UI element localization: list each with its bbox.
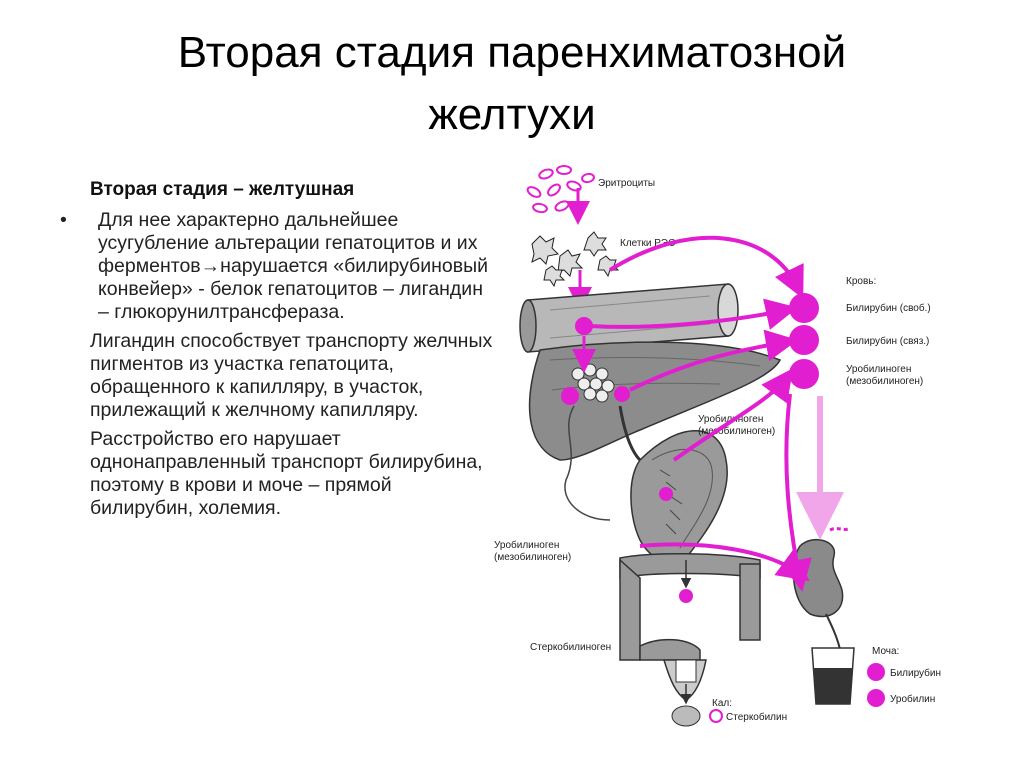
urine-beaker [812, 648, 854, 704]
paragraph-2: Лигандин способствует транспорту желчных… [56, 330, 496, 422]
paragraph-3: Расстройство его нарушает однонаправленн… [56, 428, 496, 520]
label-erythrocytes: Эритроциты [598, 178, 655, 189]
label-bili-bound: Билирубин (связ.) [846, 335, 929, 347]
colon-stercobilinogen-dot [679, 589, 693, 603]
paragraph-1-text: Для нее характерно дальнейшее усугублени… [98, 209, 488, 323]
rectum [664, 660, 706, 700]
subheading: Вторая стадия – желтушная [90, 178, 496, 201]
intestine-urobilinogen-dot [659, 487, 673, 501]
slide-title: Вторая стадия паренхиматозной желтухи [0, 22, 1024, 146]
label-urine-urob: Уробилин [890, 693, 935, 705]
text-block: Вторая стадия – желтушная • Для нее хара… [56, 178, 496, 526]
blood-bili-free-dot [789, 293, 819, 323]
label-urob-left-2: (мезобилиноген) [494, 551, 571, 563]
slide-title-line2: желтухи [0, 84, 1024, 146]
label-blood: Кровь: [846, 276, 876, 287]
label-sterco: Стеркобилиноген [530, 641, 611, 653]
paragraph-1: • Для нее характерно дальнейшее усугубле… [56, 209, 496, 324]
slide-title-line1: Вторая стадия паренхиматозной [0, 22, 1024, 84]
label-bili-free: Билирубин (своб.) [846, 302, 931, 314]
blood-bili-bound-dot [789, 325, 819, 355]
bilirubin-metabolism-diagram: Эритроциты Клетки РЭС Кровь: Билирубин (… [490, 160, 1024, 767]
blood-urobilinogen-dot [789, 359, 819, 389]
colon [620, 554, 760, 660]
label-feces: Кал: [712, 698, 732, 709]
label-feces-sterco: Стеркобилин [726, 711, 787, 723]
bullet-marker: • [60, 209, 67, 232]
urine-bilirubin-dot [867, 663, 885, 681]
label-urob-blood-1: Уробилиноген [846, 363, 911, 375]
paragraph-2-text: Лигандин способствует транспорту желчных… [90, 330, 492, 421]
feces-stercobilin-dot [710, 710, 722, 722]
feces-icon [672, 706, 700, 726]
res-cells-icon [532, 232, 618, 286]
urine-urobilin-dot [867, 689, 885, 707]
liver-bilirubin-dot-2 [614, 386, 630, 402]
label-urob-blood-2: (мезобилиноген) [846, 375, 923, 387]
label-urob-left-1: Уробилиноген [494, 539, 559, 551]
liver-bilirubin-dot-1 [561, 387, 579, 405]
paragraph-3-text: Расстройство его нарушает однонаправленн… [90, 428, 483, 519]
erythrocytes-icon [526, 166, 595, 213]
label-urine: Моча: [872, 646, 899, 657]
label-urine-bili: Билирубин [890, 667, 941, 679]
